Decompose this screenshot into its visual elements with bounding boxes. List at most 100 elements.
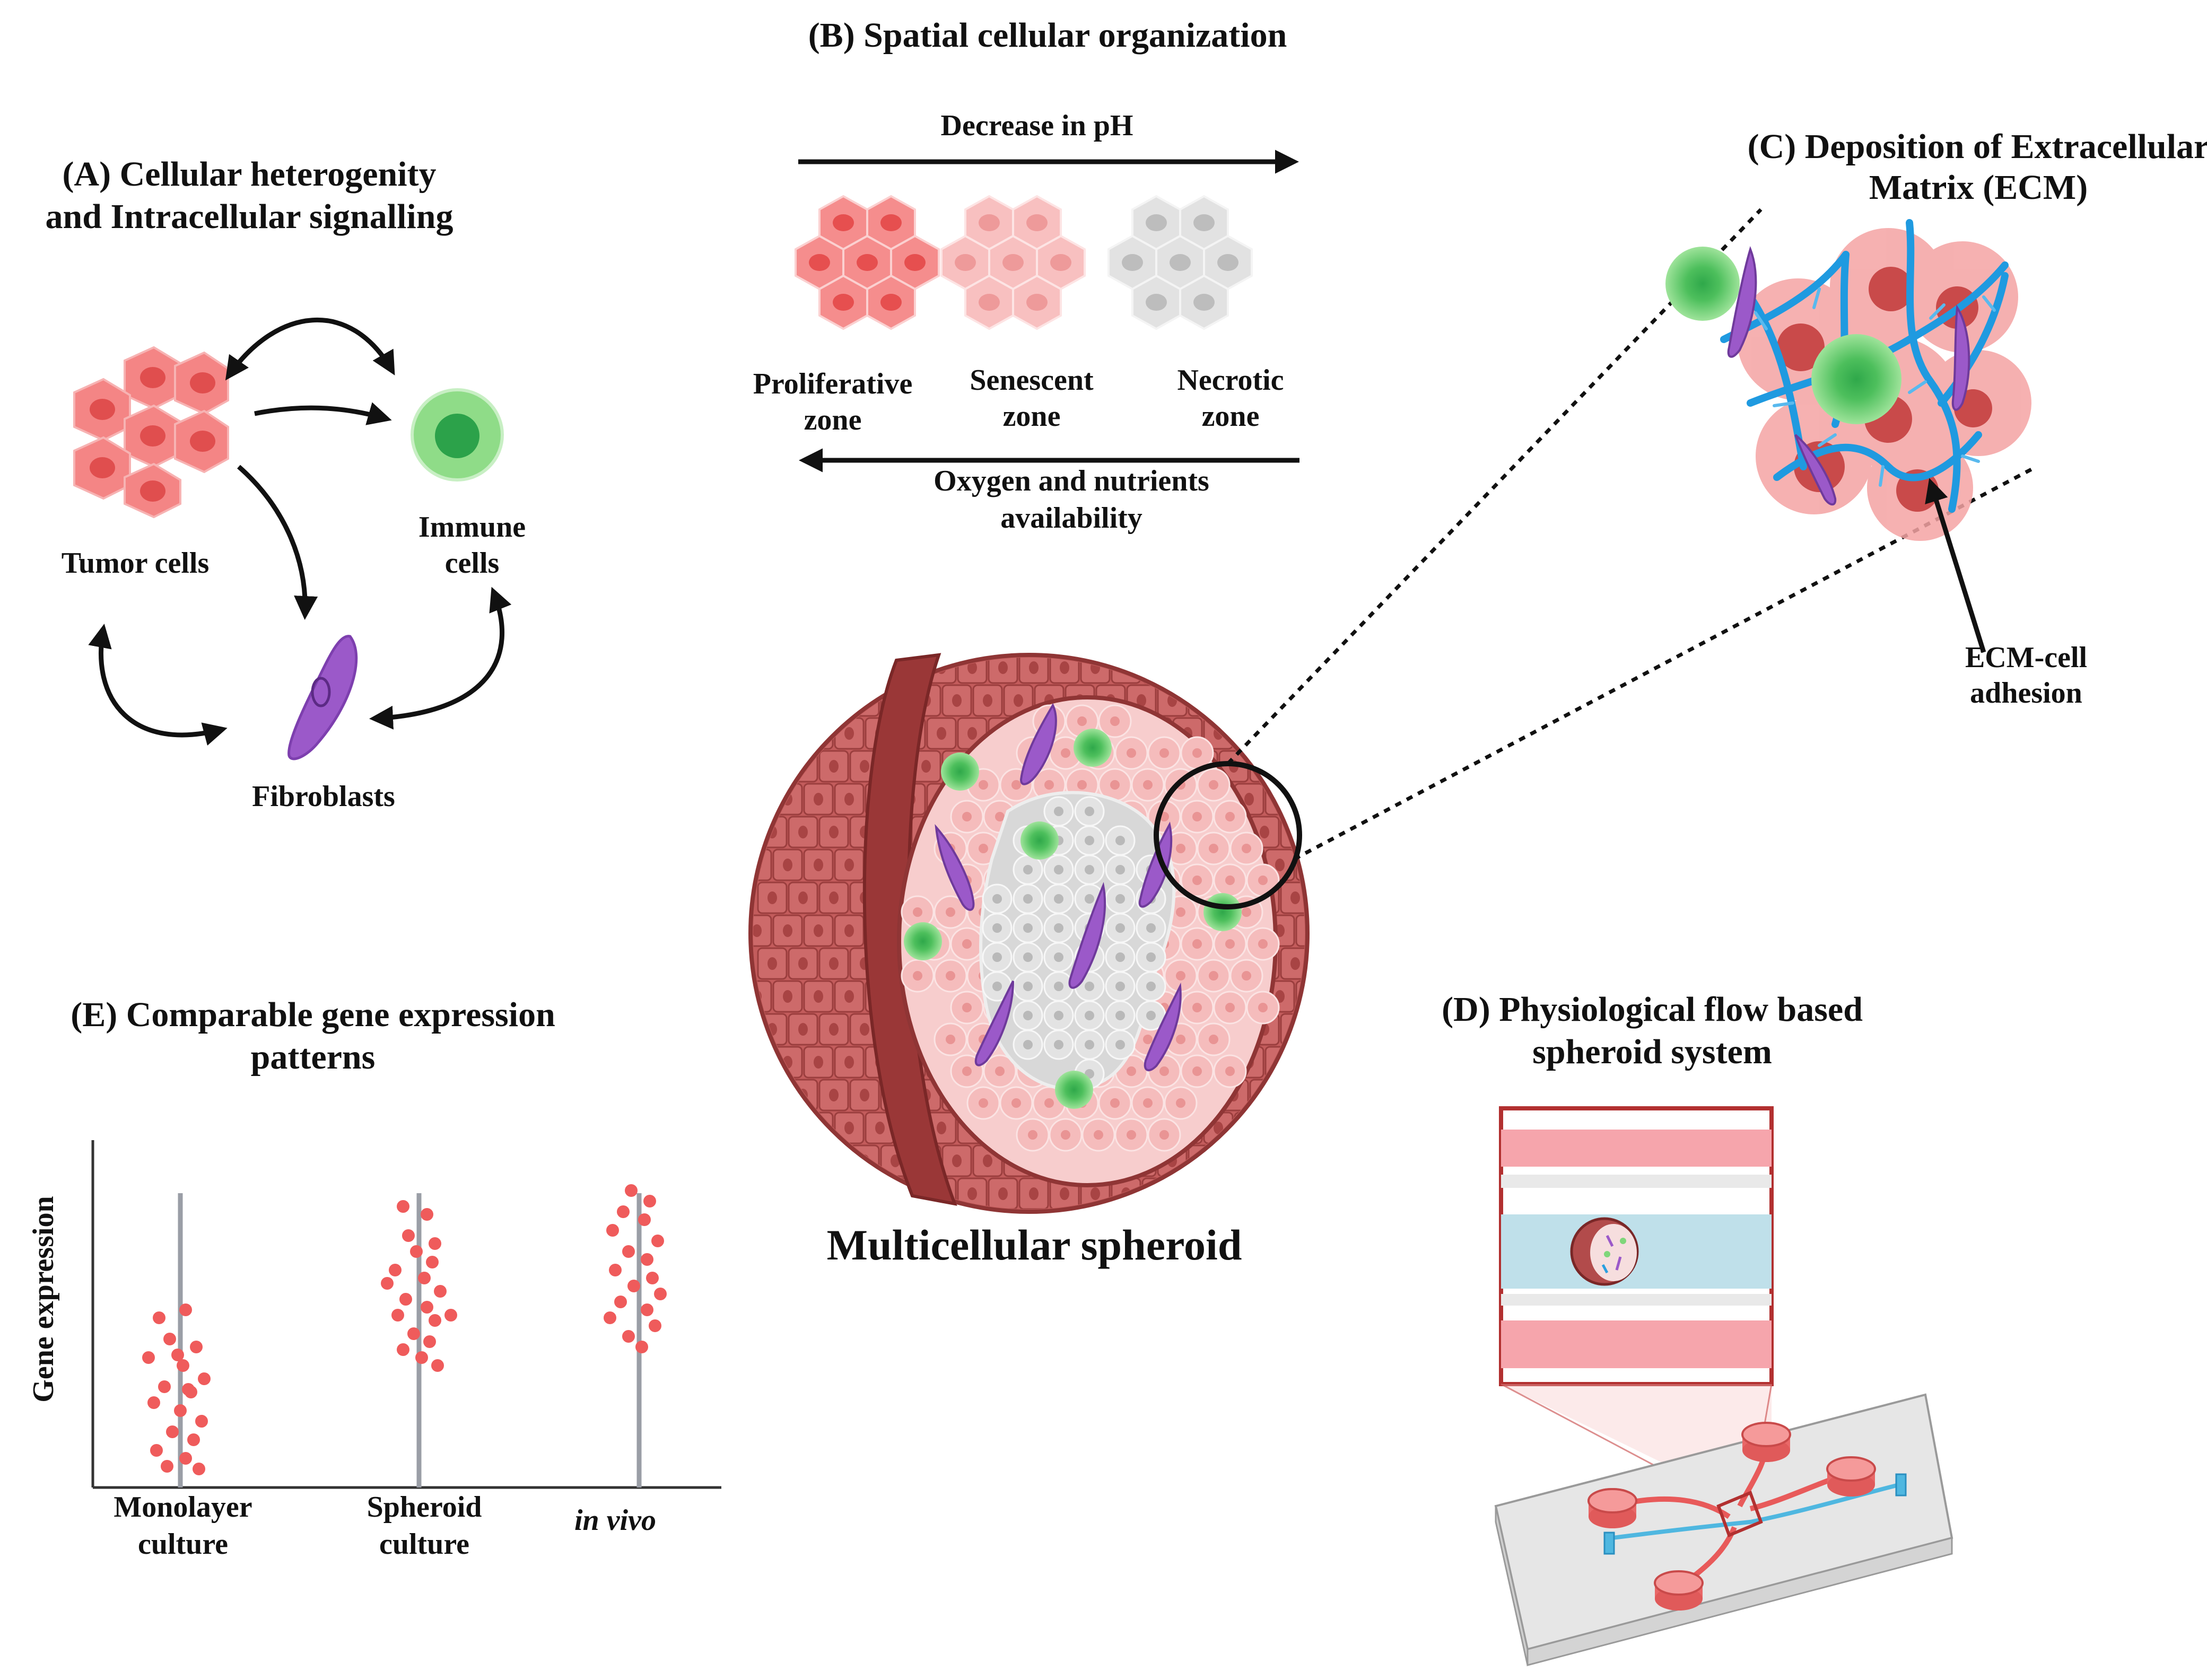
panel-d-title-line1: (D) Physiological flow based: [1442, 990, 1863, 1029]
chip-zoom-marker: [1716, 1491, 1763, 1537]
gene-dot-1-17: [397, 1343, 409, 1356]
gene-dot-1-19: [431, 1359, 444, 1372]
gene-dot-2-15: [649, 1319, 661, 1332]
spheroid-cut-edge: [862, 653, 957, 1206]
gene-dot-1-16: [423, 1335, 436, 1348]
proliferative-zone-cells: [795, 195, 940, 330]
gene-dot-1-11: [421, 1301, 433, 1314]
fibroblasts-label: Fibroblasts: [252, 780, 395, 813]
gene-dot-0-0: [153, 1311, 165, 1324]
gene-dot-2-13: [641, 1303, 653, 1316]
gene-dot-2-11: [654, 1288, 667, 1300]
gene-dot-0-11: [195, 1415, 208, 1428]
gene-dot-1-15: [407, 1327, 420, 1340]
gene-dot-0-17: [193, 1463, 205, 1475]
y-axis-label: Gene expression: [27, 1196, 60, 1402]
arrow-tumor-immune-bidirectional: [225, 318, 395, 381]
oxygen-arrow-label-line2: availability: [1000, 502, 1142, 535]
gene-dot-1-13: [429, 1314, 441, 1327]
panel-e: (E) Comparable gene expression patterns …: [27, 995, 721, 1561]
gene-dot-1-7: [418, 1272, 431, 1284]
panel-c: (C) Deposition of Extracellular Matrix (…: [1665, 127, 2207, 710]
gene-dot-2-10: [627, 1280, 640, 1292]
gene-expression-points: [142, 1184, 667, 1475]
gene-dot-2-9: [646, 1272, 659, 1284]
gene-dot-0-4: [142, 1351, 155, 1364]
spheroid-fibroblasts: [935, 703, 1182, 1072]
gene-dot-0-19: [182, 1383, 195, 1396]
gene-dot-1-8: [381, 1277, 394, 1290]
gene-dot-2-3: [638, 1213, 651, 1226]
panel-d-title-line2: spheroid system: [1532, 1032, 1772, 1071]
gene-dot-0-14: [150, 1444, 163, 1457]
gene-dot-2-7: [641, 1253, 653, 1266]
panel-a-title-line1: (A) Cellular heterogenity: [62, 155, 436, 194]
gene-dot-1-2: [402, 1229, 415, 1242]
gene-dot-1-10: [399, 1293, 412, 1306]
arrow-tumor-to-fibroblast: [237, 465, 318, 620]
gene-dot-1-5: [426, 1256, 439, 1268]
gene-dot-1-9: [434, 1285, 447, 1298]
gene-dot-2-0: [625, 1184, 638, 1197]
gene-dot-1-0: [397, 1200, 409, 1213]
arrow-immune-fibroblast-bidirectional: [369, 587, 512, 730]
spheroid-label: Multicellular spheroid: [827, 1221, 1242, 1269]
gene-dot-1-3: [429, 1237, 441, 1250]
gene-dot-0-9: [147, 1396, 160, 1409]
gene-dot-2-14: [604, 1311, 616, 1324]
senescent-zone-label-line1: Senescent: [970, 364, 1094, 397]
panel-b-title: (B) Spatial cellular organization: [808, 16, 1287, 55]
gene-dot-0-6: [198, 1372, 211, 1385]
adhesion-arrow: [1925, 478, 1986, 653]
gene-dot-2-5: [651, 1235, 664, 1247]
gene-dot-0-16: [161, 1460, 173, 1473]
tumor-cells-icon: [73, 346, 229, 519]
gene-dot-0-7: [158, 1380, 171, 1393]
panel-b: (B) Spatial cellular organization Decrea…: [753, 16, 1299, 535]
necrotic-zone-label-line1: Necrotic: [1177, 364, 1284, 397]
gene-dot-2-12: [614, 1296, 627, 1308]
gene-dot-0-3: [190, 1341, 203, 1353]
panel-e-title-line1: (E) Comparable gene expression: [71, 995, 555, 1034]
immune-cells-label-line2: cells: [445, 547, 500, 580]
adhesion-label-line1: ECM-cell: [1965, 641, 2087, 674]
immune-cells-label-line1: Immune: [418, 511, 526, 544]
gene-dot-0-10: [174, 1404, 187, 1417]
necrotic-zone-label-line2: zone: [1202, 400, 1260, 433]
gene-dot-1-14: [444, 1309, 457, 1322]
gene-dot-2-1: [643, 1195, 656, 1208]
gene-dot-1-6: [389, 1264, 402, 1276]
gene-dot-2-17: [635, 1341, 648, 1353]
gene-dot-0-5: [177, 1359, 189, 1372]
fibroblast-icon: [287, 635, 358, 760]
gene-dot-1-18: [415, 1351, 428, 1364]
flow-channel-zoom: [1499, 1106, 1774, 1386]
gene-dot-2-2: [617, 1205, 630, 1218]
tumor-cells-label: Tumor cells: [62, 547, 209, 580]
gene-dot-0-15: [179, 1452, 192, 1465]
gene-dot-0-1: [179, 1303, 192, 1316]
ecm-cluster: [1665, 219, 2031, 541]
adhesion-label-line2: adhesion: [1970, 677, 2082, 710]
proliferative-zone-label-line1: Proliferative: [753, 368, 913, 400]
gene-dot-0-12: [166, 1425, 179, 1438]
gene-dot-1-1: [421, 1208, 433, 1221]
panel-e-title-line2: patterns: [251, 1038, 376, 1077]
gene-dot-0-2: [163, 1333, 176, 1345]
gene-dot-1-12: [391, 1309, 404, 1322]
immune-cell-icon: [411, 388, 504, 482]
arrow-tumor-fibroblast-bidirectional: [88, 624, 228, 746]
gene-dot-2-6: [622, 1245, 635, 1258]
senescent-zone-cells: [940, 195, 1086, 330]
panel-a: (A) Cellular heterogenity and Intracellu…: [46, 155, 526, 813]
gene-dot-2-4: [606, 1224, 619, 1237]
microfluidic-chip: [1494, 1393, 1953, 1666]
oxygen-arrow-label-line1: Oxygen and nutrients: [934, 465, 1209, 497]
x-tick-spheroid-line1: Spheroid: [367, 1491, 482, 1524]
gene-dot-1-4: [410, 1245, 423, 1258]
necrotic-zone-cells: [1107, 195, 1253, 330]
signalling-arrows: [88, 318, 512, 746]
panel-c-title-line1: (C) Deposition of Extracellular: [1748, 127, 2207, 166]
